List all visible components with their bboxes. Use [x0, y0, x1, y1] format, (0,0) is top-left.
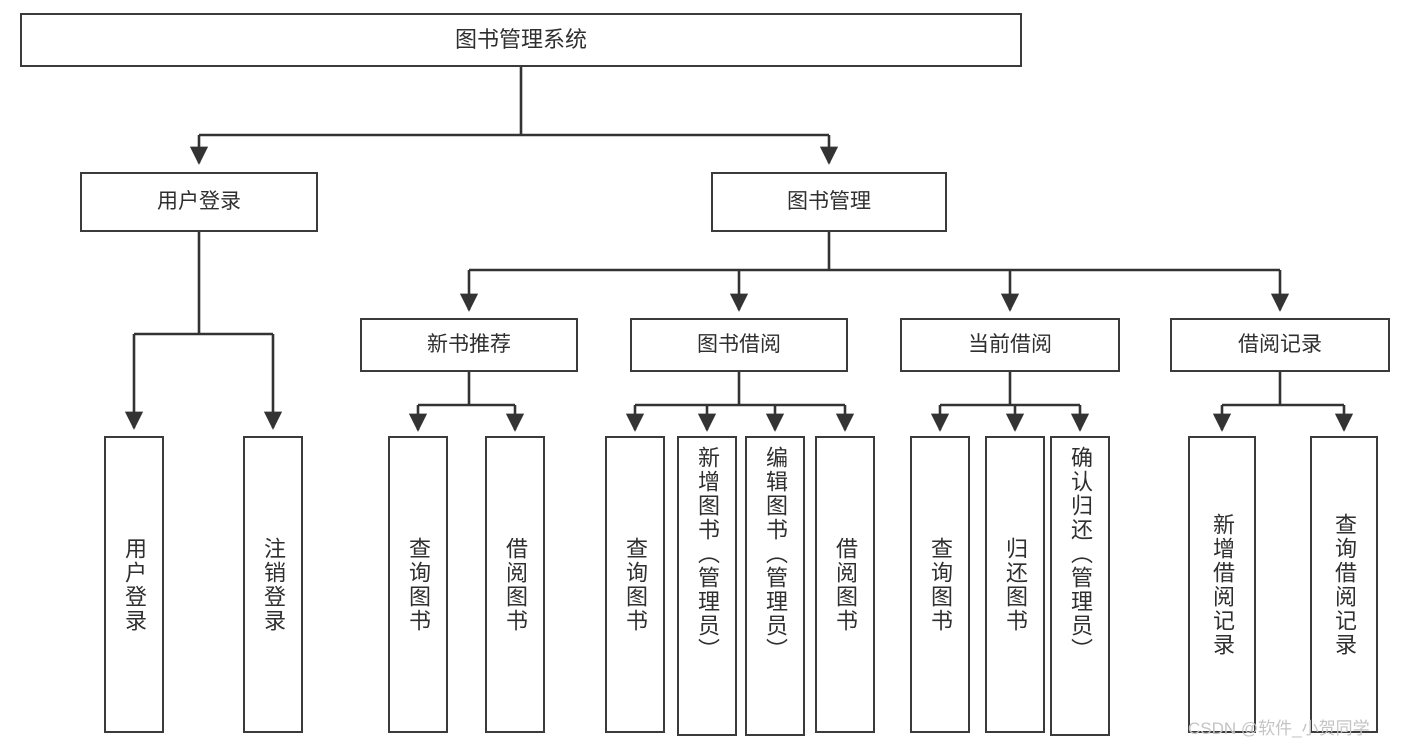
node-leaf-user-login[interactable]: 用户登录 [104, 436, 164, 733]
node-book-borrow[interactable]: 图书借阅 [630, 318, 848, 372]
node-borrow-record-label: 借阅记录 [1238, 332, 1322, 356]
connector-bookborrow-to-leaves [625, 372, 855, 432]
node-leaf-return-book[interactable]: 归还图书 [985, 436, 1045, 733]
node-leaf-borrow-book-2-label: 借阅图书 [833, 536, 858, 633]
node-user-login-label: 用户登录 [157, 189, 241, 213]
node-leaf-query-book-1-label: 查询图书 [406, 536, 431, 633]
node-leaf-confirm-return-label: 确认归还（管理员） [1068, 446, 1093, 662]
connector-bookmanage-to-level2 [459, 232, 1290, 312]
node-leaf-user-login-label: 用户登录 [122, 536, 147, 633]
node-leaf-edit-book[interactable]: 编辑图书（管理员） [745, 436, 805, 736]
node-leaf-borrow-book-1[interactable]: 借阅图书 [485, 436, 545, 733]
csdn-watermark: CSDN @软件_小贺同学 [1188, 719, 1370, 738]
node-leaf-query-record-label: 查询借阅记录 [1332, 512, 1357, 657]
node-book-borrow-label: 图书借阅 [697, 332, 781, 356]
node-leaf-query-book-3-label: 查询图书 [928, 536, 953, 633]
connector-newbook-to-leaves [408, 372, 525, 432]
connector-userlogin-to-leaves [124, 232, 283, 430]
node-leaf-logout-label: 注销登录 [261, 536, 286, 633]
node-leaf-edit-book-label: 编辑图书（管理员） [763, 446, 788, 662]
node-book-manage-label: 图书管理 [787, 189, 871, 213]
connector-borrowrecord-to-leaves [1212, 372, 1354, 432]
node-current-borrow[interactable]: 当前借阅 [900, 318, 1120, 372]
node-leaf-add-record[interactable]: 新增借阅记录 [1188, 436, 1256, 733]
node-leaf-add-record-label: 新增借阅记录 [1210, 512, 1235, 657]
node-leaf-query-book-2-label: 查询图书 [623, 536, 648, 633]
node-root[interactable]: 图书管理系统 [20, 13, 1022, 67]
node-leaf-query-book-2[interactable]: 查询图书 [605, 436, 665, 733]
connector-currentborrow-to-leaves [930, 372, 1090, 432]
node-current-borrow-label: 当前借阅 [968, 332, 1052, 356]
node-leaf-return-book-label: 归还图书 [1003, 536, 1028, 633]
node-leaf-borrow-book-2[interactable]: 借阅图书 [815, 436, 875, 733]
node-leaf-query-record[interactable]: 查询借阅记录 [1310, 436, 1378, 733]
node-leaf-logout[interactable]: 注销登录 [243, 436, 303, 733]
node-leaf-borrow-book-1-label: 借阅图书 [503, 536, 528, 633]
node-user-login[interactable]: 用户登录 [80, 172, 318, 232]
node-borrow-record[interactable]: 借阅记录 [1170, 318, 1390, 372]
node-new-book-recommend[interactable]: 新书推荐 [360, 318, 578, 372]
node-leaf-query-book-1[interactable]: 查询图书 [388, 436, 448, 733]
node-leaf-add-book-label: 新增图书（管理员） [695, 446, 720, 662]
node-root-label: 图书管理系统 [454, 27, 587, 53]
node-book-manage[interactable]: 图书管理 [711, 172, 947, 232]
connector-root-to-level1 [189, 67, 839, 165]
node-leaf-query-book-3[interactable]: 查询图书 [910, 436, 970, 733]
node-leaf-confirm-return[interactable]: 确认归还（管理员） [1050, 436, 1110, 736]
node-new-book-recommend-label: 新书推荐 [427, 332, 511, 356]
node-leaf-add-book[interactable]: 新增图书（管理员） [677, 436, 737, 736]
